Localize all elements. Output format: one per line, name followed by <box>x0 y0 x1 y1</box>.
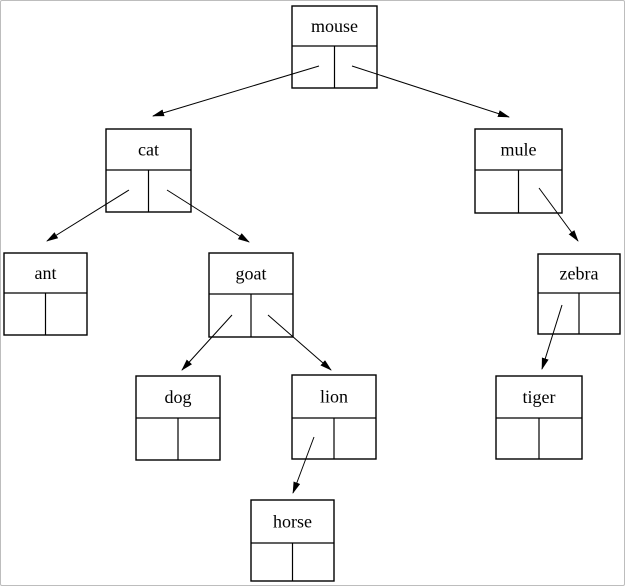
node-label-cat: cat <box>138 140 159 160</box>
node-label-mouse: mouse <box>311 16 358 36</box>
edge-mouse-to-mule <box>351 65 510 118</box>
tree-node-zebra: zebra <box>537 253 621 335</box>
tree-node-mouse: mouse <box>291 5 378 89</box>
edge-lion-to-horse <box>292 436 315 494</box>
node-label-dog: dog <box>165 387 192 407</box>
node-label-goat: goat <box>236 264 267 284</box>
tree-node-goat: goat <box>208 252 294 338</box>
tree-edges <box>46 65 579 494</box>
node-label-ant: ant <box>35 263 57 283</box>
tree-node-mule: mule <box>474 128 563 214</box>
node-label-zebra: zebra <box>560 264 599 284</box>
node-label-horse: horse <box>273 512 312 532</box>
edge-mule-to-zebra <box>538 187 579 242</box>
tree-node-cat: cat <box>105 128 192 213</box>
node-label-mule: mule <box>501 140 537 160</box>
edge-goat-to-lion <box>267 314 332 371</box>
tree-node-dog: dog <box>135 375 221 461</box>
edge-cat-to-ant <box>46 189 130 242</box>
tree-node-ant: ant <box>3 252 88 336</box>
node-label-tiger: tiger <box>523 387 556 407</box>
edge-cat-to-goat <box>166 189 250 243</box>
tree-node-tiger: tiger <box>495 375 583 460</box>
edge-mouse-to-cat <box>152 65 320 117</box>
edge-zebra-to-tiger <box>541 304 563 370</box>
tree-node-horse: horse <box>250 499 335 582</box>
node-label-lion: lion <box>320 387 348 407</box>
tree-node-lion: lion <box>291 374 377 460</box>
edge-goat-to-dog <box>181 314 233 371</box>
